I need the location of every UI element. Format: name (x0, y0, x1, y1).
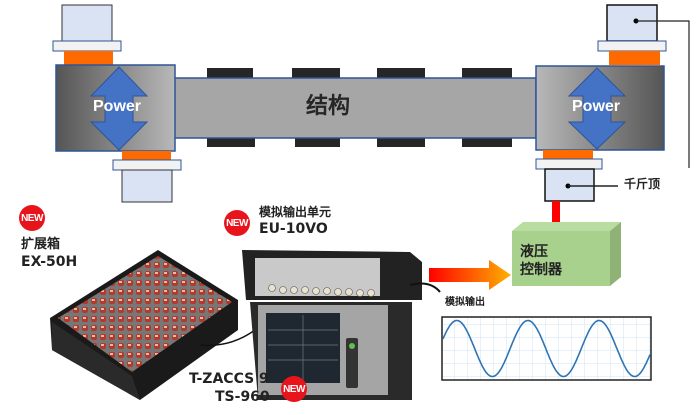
new-badge: NEW (19, 205, 45, 231)
controller-label-line1: 液压 (520, 244, 548, 260)
hydraulic-line (552, 201, 560, 225)
ts-960-model: TS-960 (215, 389, 270, 405)
ex-50h-name: 扩展箱 (21, 237, 61, 252)
right-top-jack (606, 4, 658, 42)
structure-beam (173, 68, 537, 147)
up-down-arrow-icon (89, 66, 149, 151)
new-badge: NEW (281, 376, 307, 402)
eu-10vo-image (242, 250, 441, 300)
left-bottom-jack (121, 169, 173, 203)
new-badge: NEW (224, 210, 250, 236)
beam-pads (207, 68, 512, 147)
left-actuator (52, 4, 182, 203)
ex-50h-image (50, 250, 256, 400)
ex-50h-model: EX-50H (21, 254, 78, 270)
controller-label-line2: 控制器 (520, 262, 562, 278)
ts-960-name: T-ZACCS 9 (189, 371, 269, 387)
jack-leader-line (636, 20, 690, 168)
ts-960-image (250, 302, 412, 400)
up-down-arrow-icon (567, 67, 627, 150)
sine-wave (442, 319, 651, 378)
analog-output-chart (441, 316, 652, 381)
right-power-label: Power (572, 98, 621, 115)
hydraulic-controller-box (512, 222, 621, 286)
analog-output-label: 模拟输出 (445, 297, 485, 308)
eu-10vo-model: EU-10VO (259, 221, 328, 237)
right-actuator (535, 4, 690, 202)
beam-label: 结构 (306, 94, 351, 119)
left-power-label: Power (93, 98, 142, 115)
eu-10vo-name: 模拟输出单元 (259, 205, 332, 219)
left-top-jack (61, 4, 113, 42)
jack-label: 千斤顶 (624, 177, 661, 191)
signal-arrow (429, 260, 511, 290)
